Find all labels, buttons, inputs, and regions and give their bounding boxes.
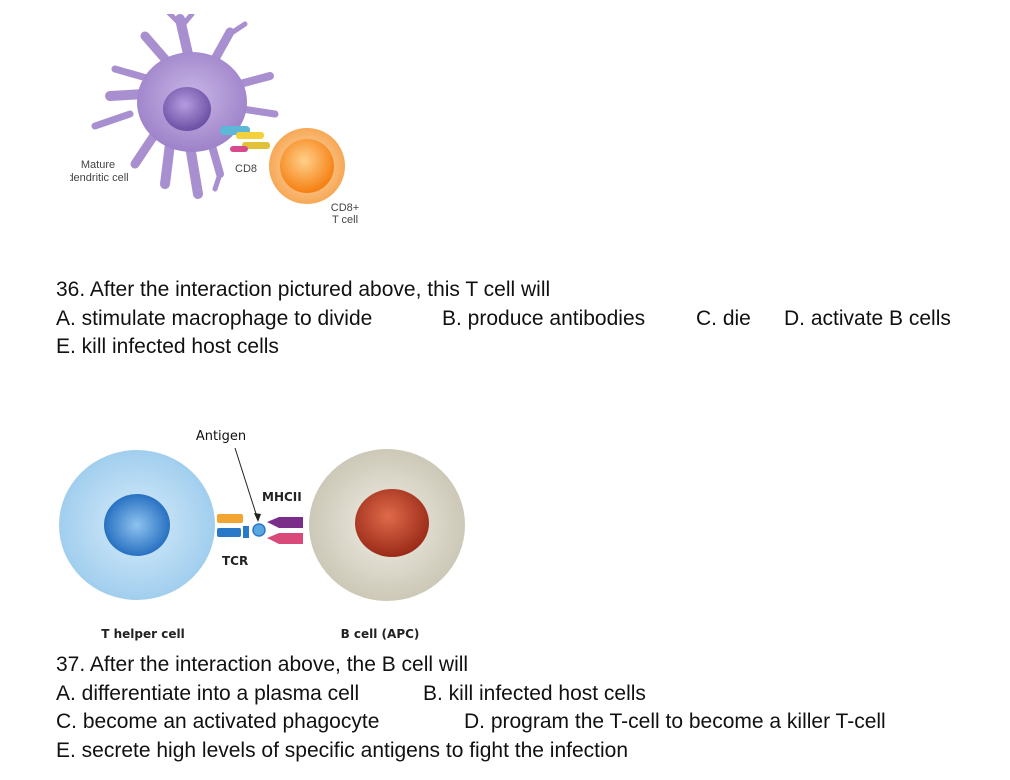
label-tcr: TCR <box>222 554 248 568</box>
question-36-stem: 36. After the interaction pictured above… <box>56 278 551 301</box>
mhcii-receptor <box>267 517 303 544</box>
figure-dendritic-tcell: Mature dendritic cell CD8 CD8+ T cell <box>70 14 400 229</box>
label-mature: Mature <box>81 159 115 171</box>
label-t-cell: T cell <box>332 214 358 226</box>
label-cd8-plus: CD8+ <box>331 202 359 214</box>
label-dendritic-cell: dendritic cell <box>70 172 129 184</box>
label-antigen: Antigen <box>196 429 246 444</box>
q37-option-a[interactable]: A. differentiate into a plasma cell <box>56 681 360 705</box>
question-36: 36. After the interaction pictured above… <box>56 276 951 362</box>
receptor-complex <box>220 126 270 152</box>
label-t-helper-cell: T helper cell <box>101 627 184 641</box>
question-37-stem: 37. After the interaction above, the B c… <box>56 653 469 676</box>
t-helper-cell <box>59 450 215 600</box>
label-cd8: CD8 <box>235 163 257 175</box>
antigen-arrowhead <box>254 513 261 522</box>
antigen-particle <box>252 523 266 537</box>
q37-option-e[interactable]: E. secrete high levels of specific antig… <box>56 738 628 762</box>
q37-option-c[interactable]: C. become an activated phagocyte <box>56 710 380 733</box>
cd8-t-cell <box>269 128 345 204</box>
label-b-cell-apc: B cell (APC) <box>341 627 420 641</box>
dendritic-nucleus <box>163 87 211 131</box>
label-mhcii: MHCII <box>262 490 302 504</box>
q37-option-b[interactable]: B. kill infected host cells <box>423 681 646 705</box>
dendritic-cell <box>91 14 279 199</box>
q36-option-e[interactable]: E. kill infected host cells <box>56 335 279 358</box>
q36-option-c[interactable]: C. die <box>696 306 751 330</box>
q37-option-d[interactable]: D. program the T-cell to become a killer… <box>464 710 886 733</box>
q36-option-b[interactable]: B. produce antibodies <box>442 306 646 330</box>
q36-option-d[interactable]: D. activate B cells <box>784 306 951 330</box>
tcr-receptor <box>217 514 249 538</box>
figure-thelper-bcell: Antigen MHCII TCR T helper cell B cell (… <box>55 422 475 647</box>
q36-option-a[interactable]: A. stimulate macrophage to divide <box>56 306 373 330</box>
b-cell <box>309 449 465 601</box>
question-37: 37. After the interaction above, the B c… <box>56 651 886 765</box>
antigen-arrow <box>234 447 259 521</box>
